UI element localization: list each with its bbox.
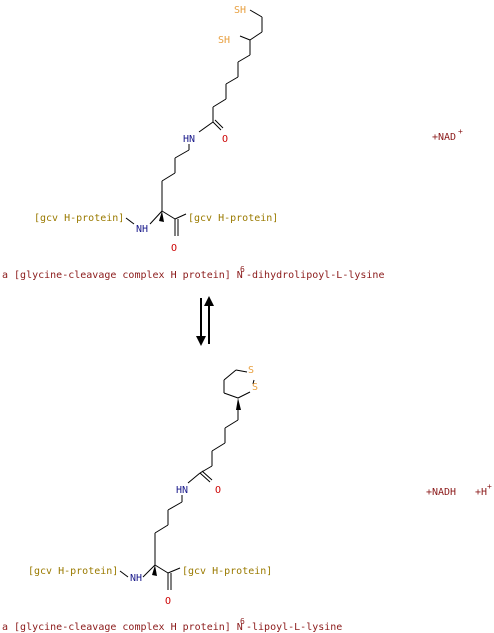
bond <box>174 213 187 220</box>
bond <box>252 379 255 385</box>
bond <box>119 570 129 578</box>
alpha-amine-label: NH <box>130 573 142 584</box>
bond <box>149 210 163 225</box>
bond <box>142 564 156 578</box>
ring-sulfur-1-label: S <box>248 365 254 376</box>
bond <box>211 442 226 452</box>
nadh-product: + NADH <box>426 487 456 498</box>
bond <box>212 98 227 108</box>
top-name-suffix: -dihydrolipoyl-L-lysine <box>246 270 384 281</box>
bond <box>223 392 239 399</box>
bond <box>237 54 251 63</box>
proton-charge-superscript: + <box>487 482 492 491</box>
bond <box>223 369 237 381</box>
bond <box>161 172 176 182</box>
arrow-down-head <box>196 336 206 346</box>
bond <box>235 369 248 373</box>
nad-cofactor: + NAD + <box>432 127 463 143</box>
ring-sulfur-2-label: S <box>252 382 258 393</box>
proton-product: + H + <box>475 482 492 498</box>
bond <box>167 567 181 574</box>
gcv-protein-right-label: [gcv H-protein] <box>188 213 278 224</box>
nadh-label: NADH <box>432 487 456 498</box>
nad-charge-superscript: + <box>458 127 463 136</box>
lipoyl-lysine-structure: S S O HN NH O [gcv H-protein] [gcv H-pro… <box>28 365 272 607</box>
plus-sign: + <box>475 487 481 498</box>
bottom-compound-name: a [glycine-cleavage complex H protein] N… <box>2 617 342 633</box>
bond <box>225 76 239 85</box>
bond <box>154 564 169 574</box>
bond <box>249 9 263 18</box>
bottom-name-suffix: -lipoyl-L-lysine <box>246 622 342 633</box>
bond <box>212 121 222 131</box>
arrow-up-head <box>204 296 214 306</box>
dihydrolipoyl-lysine-structure: SH SH O HN NH O [gcv H-protein] [gcv H-p… <box>34 5 278 254</box>
bond <box>237 391 251 399</box>
bottom-name-prefix: a [glycine-cleavage complex H protein] N <box>2 622 243 633</box>
bond <box>174 149 190 159</box>
stereo-wedge <box>152 565 157 576</box>
bond <box>199 472 211 483</box>
carbonyl-oxygen-label: O <box>171 243 177 254</box>
amide-nitrogen-label: HN <box>183 134 195 145</box>
bond <box>199 465 213 474</box>
carbonyl-oxygen-label: O <box>165 596 171 607</box>
equilibrium-arrow <box>196 296 214 346</box>
stereo-wedge <box>236 398 241 410</box>
top-compound-name: a [glycine-cleavage complex H protein] N… <box>2 265 384 281</box>
bond <box>187 472 201 484</box>
bond <box>125 217 135 225</box>
bond <box>214 119 224 129</box>
bond <box>198 121 214 133</box>
amide-oxygen-label: O <box>222 134 228 145</box>
plus-sign: + <box>426 487 432 498</box>
proton-label: H <box>481 487 487 498</box>
stereo-wedge <box>159 211 164 222</box>
bond <box>161 210 176 220</box>
amide-oxygen-label: O <box>215 485 221 496</box>
amide-nitrogen-label: HN <box>176 485 188 496</box>
sh-internal-label: SH <box>218 35 230 46</box>
gcv-protein-right-label: [gcv H-protein] <box>182 566 272 577</box>
plus-sign: + <box>432 132 438 143</box>
bond <box>154 524 169 534</box>
bond <box>224 419 239 429</box>
bond <box>201 470 213 481</box>
nad-label: NAD <box>438 132 456 143</box>
alpha-amine-label: NH <box>136 224 148 235</box>
bond <box>167 501 183 511</box>
top-name-prefix: a [glycine-cleavage complex H protein] N <box>2 270 243 281</box>
bond <box>239 35 251 41</box>
gcv-protein-left-label: [gcv H-protein] <box>34 213 124 224</box>
top-name-superscript: 6 <box>240 265 245 274</box>
gcv-protein-left-label: [gcv H-protein] <box>28 566 118 577</box>
sh-terminal-label: SH <box>234 5 246 16</box>
bottom-name-superscript: 6 <box>240 617 245 626</box>
bond <box>249 31 263 41</box>
